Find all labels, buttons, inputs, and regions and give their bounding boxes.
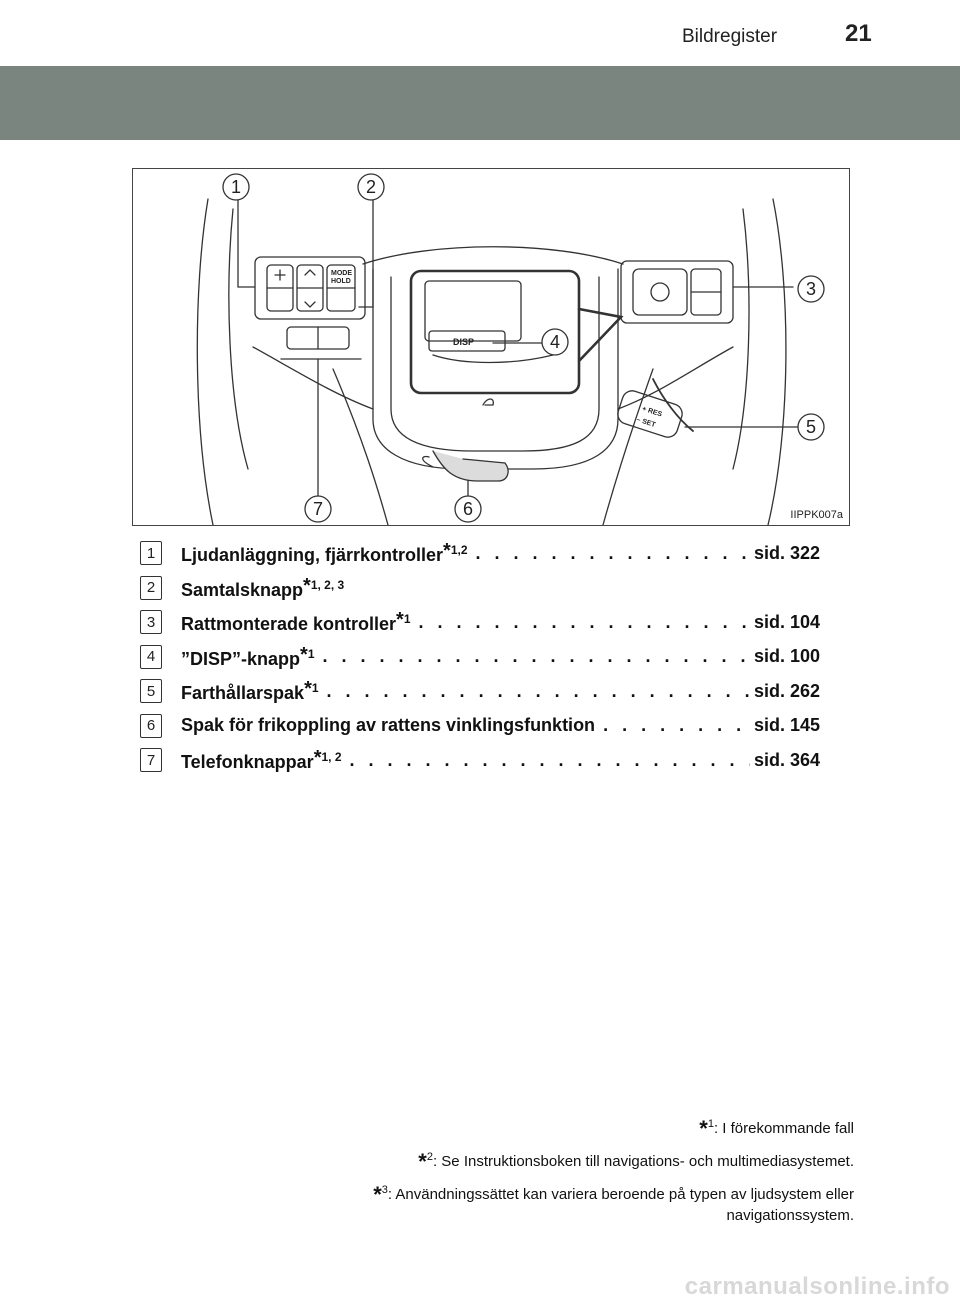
dot-leader: . . . . . . . . . . . . . . . . . . . . … [349, 749, 750, 770]
dot-leader: . . . . . . . . . . . . . . . . . . . . … [603, 715, 750, 736]
list-item: 6 Spak för frikoppling av rattens vinkli… [140, 709, 820, 744]
callout-1: 1 [231, 177, 241, 197]
page-number: 21 [845, 20, 872, 47]
watermark: carmanualsonline.info [684, 1273, 950, 1300]
page-reference: sid. 322 [753, 542, 820, 563]
mode-hold-label: MODE [331, 270, 352, 277]
footnote: *2: Se Instruktionsboken till navigation… [418, 1149, 854, 1174]
disp-button-label: DISP [453, 337, 474, 347]
page-reference: sid. 145 [753, 715, 820, 736]
footnote: *1: I förekommande fall [699, 1116, 854, 1141]
dot-leader: . . . . . . . . . . . . . . . . . . . . … [418, 611, 750, 632]
list-item: 5 Farthållarspak*1 . . . . . . . . . . .… [140, 674, 820, 709]
figure-code: IIPPK007a [790, 509, 843, 521]
section-title: Bildregister [682, 26, 778, 47]
item-label: Ljudanläggning, fjärrkontroller*1,2 [181, 540, 468, 566]
dot-leader: . . . . . . . . . . . . . . . . . . . . … [322, 646, 750, 667]
header-band [0, 66, 960, 140]
item-label: Rattmonterade kontroller*1 [181, 609, 411, 635]
footnotes: *1: I förekommande fall *2: Se Instrukti… [254, 1114, 854, 1234]
callout-2: 2 [366, 177, 376, 197]
item-label: Telefonknappar*1, 2 [181, 747, 342, 773]
item-label: ”DISP”-knapp*1 [181, 643, 315, 669]
callout-7: 7 [313, 499, 323, 519]
item-label: Farthållarspak*1 [181, 678, 319, 704]
steering-wheel-figure: MODE HOLD DISP + RES – SET 1 2 3 4 5 6 7… [132, 168, 850, 526]
item-number-badge: 3 [140, 610, 162, 635]
callout-3: 3 [806, 279, 816, 299]
page-reference: sid. 104 [753, 611, 820, 632]
list-item: 4 ”DISP”-knapp*1 . . . . . . . . . . . .… [140, 640, 820, 675]
list-item: 3 Rattmonterade kontroller*1 . . . . . .… [140, 605, 820, 640]
list-item: 1 Ljudanläggning, fjärrkontroller*1,2 . … [140, 536, 820, 571]
res-label: + RES [641, 406, 663, 419]
item-number-badge: 7 [140, 748, 162, 773]
footnote: *3: Användningssättet kan variera beroen… [373, 1182, 854, 1225]
item-number-badge: 2 [140, 575, 162, 600]
item-label: Spak för frikoppling av rattens vinkling… [181, 715, 596, 736]
steering-wheel-illustration: MODE HOLD DISP + RES – SET 1 2 3 4 5 6 7 [196, 173, 825, 525]
svg-text:HOLD: HOLD [331, 278, 351, 285]
item-number-badge: 6 [140, 713, 162, 738]
dot-leader: . . . . . . . . . . . . . . . . . . . . … [326, 680, 750, 701]
page-reference: sid. 262 [753, 680, 820, 701]
callout-5: 5 [806, 417, 816, 437]
item-number-badge: 1 [140, 541, 162, 566]
item-list: 1 Ljudanläggning, fjärrkontroller*1,2 . … [140, 536, 820, 778]
item-label: Samtalsknapp*1, 2, 3 [181, 574, 345, 600]
page-reference: sid. 100 [753, 646, 820, 667]
item-number-badge: 4 [140, 644, 162, 669]
list-item: 7 Telefonknappar*1, 2 . . . . . . . . . … [140, 743, 820, 778]
page-reference: sid. 364 [753, 749, 820, 770]
item-number-badge: 5 [140, 679, 162, 704]
callout-6: 6 [463, 499, 473, 519]
callout-4: 4 [550, 332, 560, 352]
list-item: 2 Samtalsknapp*1, 2, 3 [140, 571, 820, 606]
dot-leader: . . . . . . . . . . . . . . . . . . . . … [475, 542, 750, 563]
set-label: – SET [636, 416, 657, 429]
